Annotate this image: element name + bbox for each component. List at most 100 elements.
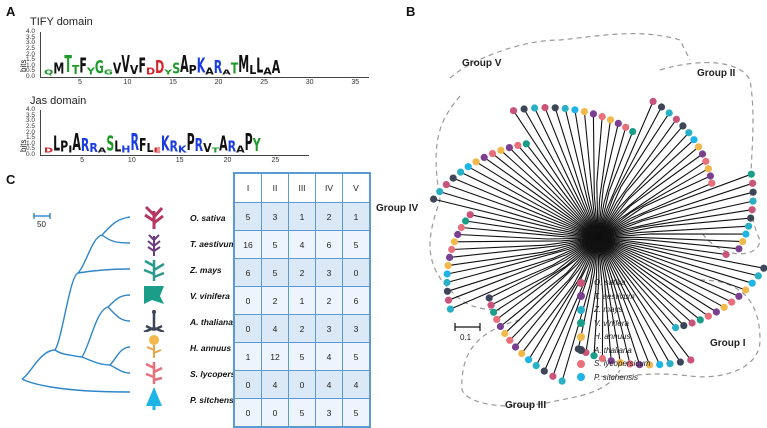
species-label-p-sitchensis: P. sitchensis: [190, 395, 241, 405]
tree-tip: [687, 356, 695, 364]
logo-ytick: 4.0: [26, 106, 36, 113]
tree-branch: [475, 161, 599, 239]
tree-branch: [583, 111, 599, 239]
logo-ytick: 0.0: [26, 73, 36, 80]
logo-letter: P: [186, 129, 195, 157]
logo-letter: M: [53, 60, 65, 78]
species-tree: [21, 213, 131, 393]
logo-letter: F: [79, 54, 87, 79]
logo-xtick: 20: [214, 79, 223, 86]
tree-tip: [614, 119, 622, 127]
tree-tip: [496, 322, 504, 331]
tree-tip: [702, 157, 710, 165]
tree-tip: [706, 172, 715, 180]
logo-ytick: 3.0: [26, 117, 36, 125]
tree-branch: [513, 110, 599, 239]
tree-branch: [450, 237, 599, 310]
logo-ytick: 1.0: [26, 139, 36, 147]
logo-letter: F: [138, 135, 147, 156]
tree-tip: [742, 286, 750, 294]
legend-item: T. aestivum: [577, 290, 650, 304]
logo-letter: K: [178, 143, 187, 156]
tree-tip: [672, 324, 680, 332]
logo-xtick: 15: [175, 157, 184, 164]
tree-tip: [472, 158, 480, 166]
logo-letter: S: [172, 60, 181, 78]
table-cell: 5: [261, 258, 289, 287]
tree-branch: [597, 106, 662, 239]
tree-tip: [487, 301, 495, 309]
maize-plant-icon: [143, 259, 165, 281]
legend-item: P. sitchensis: [577, 371, 650, 385]
tree-tip: [480, 153, 488, 161]
tree-branch: [564, 108, 599, 239]
legend-item: O. sativa: [577, 276, 650, 290]
logo-letter: T: [211, 146, 220, 155]
tree-tip: [685, 129, 693, 137]
logo-xtick: 25: [271, 157, 280, 164]
table-cell: 0: [233, 314, 262, 343]
arabidopsis-plant-icon: [143, 310, 165, 332]
logo-letter: D: [155, 57, 165, 78]
tree-branch: [523, 108, 599, 239]
species-label-t-aestivum: T. aestivum: [190, 239, 237, 249]
panel-letter-c: C: [6, 172, 16, 187]
table-cell: 3: [315, 314, 343, 343]
tree-tip: [690, 136, 698, 144]
tree-tip: [561, 104, 569, 113]
tree-branch: [446, 184, 599, 239]
logo-letter: V: [129, 63, 139, 78]
tree-tip: [490, 308, 498, 316]
logo-letter: A: [72, 129, 81, 157]
table-cell: 6: [315, 230, 343, 259]
table-cell: 2: [288, 258, 316, 287]
logo-letter: P: [60, 138, 69, 156]
tree-branch: [597, 237, 764, 269]
group-label-iii: Group III: [505, 400, 547, 411]
tree-branch: [597, 173, 752, 239]
group-label-i: Group I: [710, 338, 746, 349]
tree-tip: [704, 165, 713, 173]
table-cell: 0: [342, 258, 371, 287]
tree-branch: [483, 156, 599, 239]
panel-letter-b: B: [406, 4, 416, 19]
logo-letter: L: [256, 54, 264, 79]
species-legend: O. sativa T. aestivum Z. mays V. vinifer…: [577, 276, 650, 384]
logo-letter: S: [106, 132, 115, 157]
tree-tip: [748, 206, 756, 214]
species-label-s-lycopersicum: S. lycopersicum: [190, 369, 256, 379]
logo-ytick: 3.5: [26, 33, 36, 41]
tree-tip: [501, 329, 509, 338]
tree-tip: [720, 303, 728, 311]
tree-scale-label: 0.1: [460, 333, 472, 342]
logo-ytick: 2.5: [26, 122, 36, 130]
tree-tip: [666, 360, 674, 368]
tree-branch: [447, 237, 599, 275]
tree-tip: [540, 367, 548, 375]
tree-branch: [467, 166, 599, 239]
logo-ytick: 1.0: [26, 61, 36, 69]
tree-tip: [444, 262, 452, 270]
tree-tip: [672, 115, 681, 123]
tree-branch: [454, 237, 599, 243]
tree-tip: [525, 356, 533, 364]
tree-tip: [712, 308, 721, 316]
table-cell: 6: [233, 258, 262, 287]
table-header-cell: V: [342, 172, 371, 203]
legend-item: Z. mays: [577, 303, 650, 317]
table-cell: 16: [233, 230, 262, 259]
legend-item: H. annuus: [577, 330, 650, 344]
tree-tip: [462, 217, 470, 225]
logo-letter: A: [222, 68, 231, 77]
tree-tip: [698, 150, 707, 158]
rice-plant-icon: [144, 205, 164, 229]
table-cell: 5: [261, 230, 289, 259]
tree-tip: [571, 106, 579, 114]
table-cell: 6: [342, 286, 371, 315]
logo-ytick: 4.0: [26, 28, 36, 35]
tree-tip: [448, 245, 456, 254]
